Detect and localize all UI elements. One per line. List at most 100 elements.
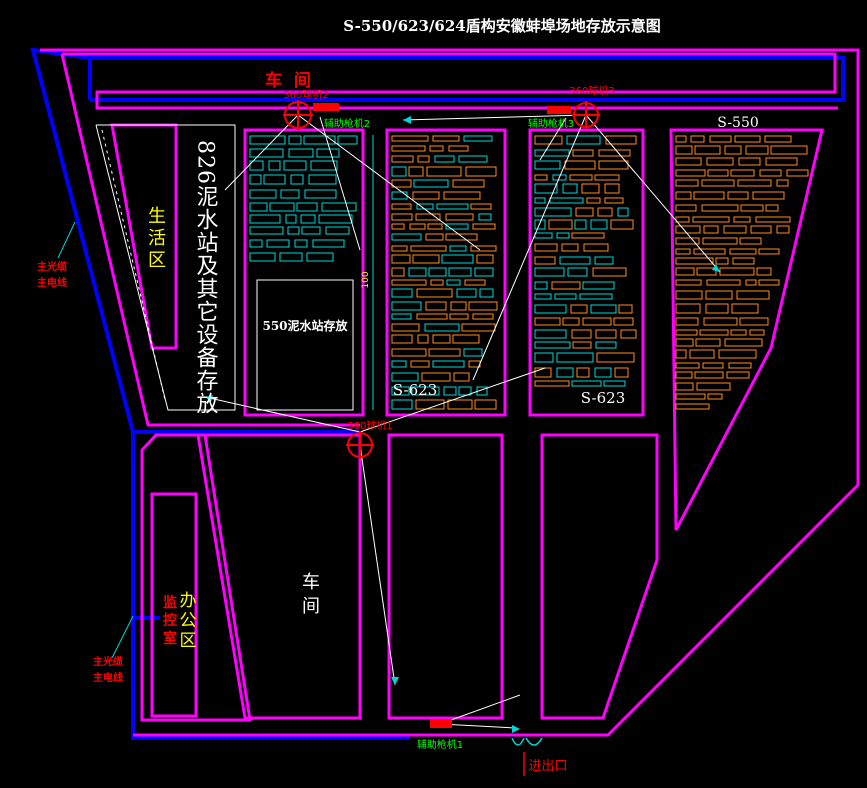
sightline — [402, 114, 587, 121]
equipment-block — [736, 290, 770, 300]
cable-label-upper-1: 主光缆 — [37, 260, 67, 273]
bullet-camera-3-icon[interactable] — [547, 106, 571, 114]
equipment-block — [534, 197, 546, 204]
slurry-826-label: 826泥水站及其它设备存放 — [193, 140, 219, 415]
equipment-block — [549, 197, 584, 204]
equipment-block — [534, 281, 548, 290]
workshop-bottom-label-1: 车 — [302, 572, 320, 593]
equipment-block — [534, 232, 553, 239]
arrow-icon — [712, 264, 720, 272]
dome-camera-3-icon[interactable] — [572, 101, 600, 129]
arrow-heads — [205, 116, 720, 733]
equipment-block — [696, 267, 717, 276]
equipment-block — [249, 239, 263, 248]
area-826-outline — [95, 124, 374, 411]
equipment-block — [786, 169, 809, 177]
arrow-icon — [512, 725, 520, 733]
equipment-block — [534, 380, 570, 387]
equipment-block — [562, 183, 578, 194]
equipment-block — [456, 288, 477, 298]
equipment-block — [534, 256, 556, 265]
equipment-block — [446, 279, 461, 286]
equipment-block — [726, 371, 750, 379]
equipment-block — [620, 329, 637, 339]
sightline — [539, 117, 567, 161]
equipment-block — [745, 279, 757, 286]
equipment-block — [441, 254, 474, 264]
equipment-block — [749, 329, 765, 336]
main-cable-route — [30, 47, 845, 740]
dome-camera-2-icon[interactable] — [283, 100, 313, 130]
equipment-block — [391, 323, 420, 332]
equipment-block — [745, 145, 769, 155]
equipment-block — [758, 248, 780, 255]
equipment-block — [249, 189, 277, 199]
bullet-camera-2-icon[interactable] — [313, 103, 339, 111]
equipment-block — [605, 135, 637, 145]
equipment-block — [534, 267, 565, 277]
equipment-block — [707, 393, 723, 400]
equipment-block — [453, 372, 470, 382]
equipment-block — [534, 317, 561, 326]
equipment-block — [732, 257, 755, 265]
bullet-camera-1-icon[interactable] — [430, 719, 452, 728]
equipment-block — [596, 352, 635, 363]
equipment-block — [574, 219, 587, 230]
equipment-block — [268, 160, 281, 171]
equipment-block — [321, 202, 357, 212]
outer-boundary — [40, 48, 860, 737]
equipment-block — [534, 183, 558, 194]
equipment-block — [603, 380, 626, 387]
equipment-block — [571, 380, 602, 387]
equipment-block — [534, 293, 552, 300]
slurry-550-label: 550泥水站存放 — [262, 318, 348, 333]
equipment-block — [723, 225, 747, 234]
equipment-block — [561, 243, 579, 252]
equipment-block — [472, 313, 494, 320]
site-boundary — [40, 48, 860, 737]
equipment-block — [594, 174, 620, 181]
equipment-block — [719, 267, 755, 276]
equipment-block — [463, 135, 493, 142]
equipment-block — [316, 148, 340, 158]
equipment-block — [416, 288, 453, 298]
equipment-block — [675, 135, 687, 143]
dome-camera-1-icon[interactable] — [346, 431, 374, 459]
cable-label-upper-2: 主电线 — [37, 276, 67, 289]
equipment-block — [391, 372, 419, 382]
equipment-block — [734, 135, 761, 143]
dome-camera-2-label: 360球机2 — [283, 88, 328, 101]
equipment-block — [337, 135, 358, 145]
equipment-block — [534, 135, 563, 145]
equipment-block — [288, 135, 302, 145]
area-826-dash — [101, 129, 166, 401]
equipment-block — [534, 341, 571, 349]
equipment-block — [452, 334, 480, 344]
equipment-block — [463, 348, 483, 357]
living-label-1: 生 — [148, 206, 166, 227]
equipment-block — [391, 155, 414, 163]
equipment-block — [470, 203, 492, 210]
equipment-block — [675, 382, 694, 391]
equipment-block — [445, 213, 474, 221]
cable-top-loop — [88, 56, 845, 102]
equipment-block — [739, 237, 762, 245]
equipment-block — [729, 248, 757, 255]
equipment-block — [728, 362, 752, 369]
cable-label-lower-1: 主光缆 — [93, 655, 123, 668]
equipment-block — [752, 191, 785, 200]
equipment-block — [582, 281, 615, 290]
sightline — [319, 116, 361, 251]
page-title: S-550/623/624盾构安徽蚌埠场地存放示意图 — [343, 17, 661, 35]
equipment-block — [675, 338, 694, 347]
equipment-block — [618, 304, 633, 314]
cable-label-pointer — [111, 615, 134, 659]
equipment-block — [703, 317, 738, 326]
equipment-block — [458, 155, 488, 163]
zone-mid — [387, 433, 504, 720]
zone-office — [150, 492, 198, 718]
equipment-block — [391, 135, 429, 142]
sightline — [297, 114, 481, 251]
equipment-block — [570, 304, 588, 314]
